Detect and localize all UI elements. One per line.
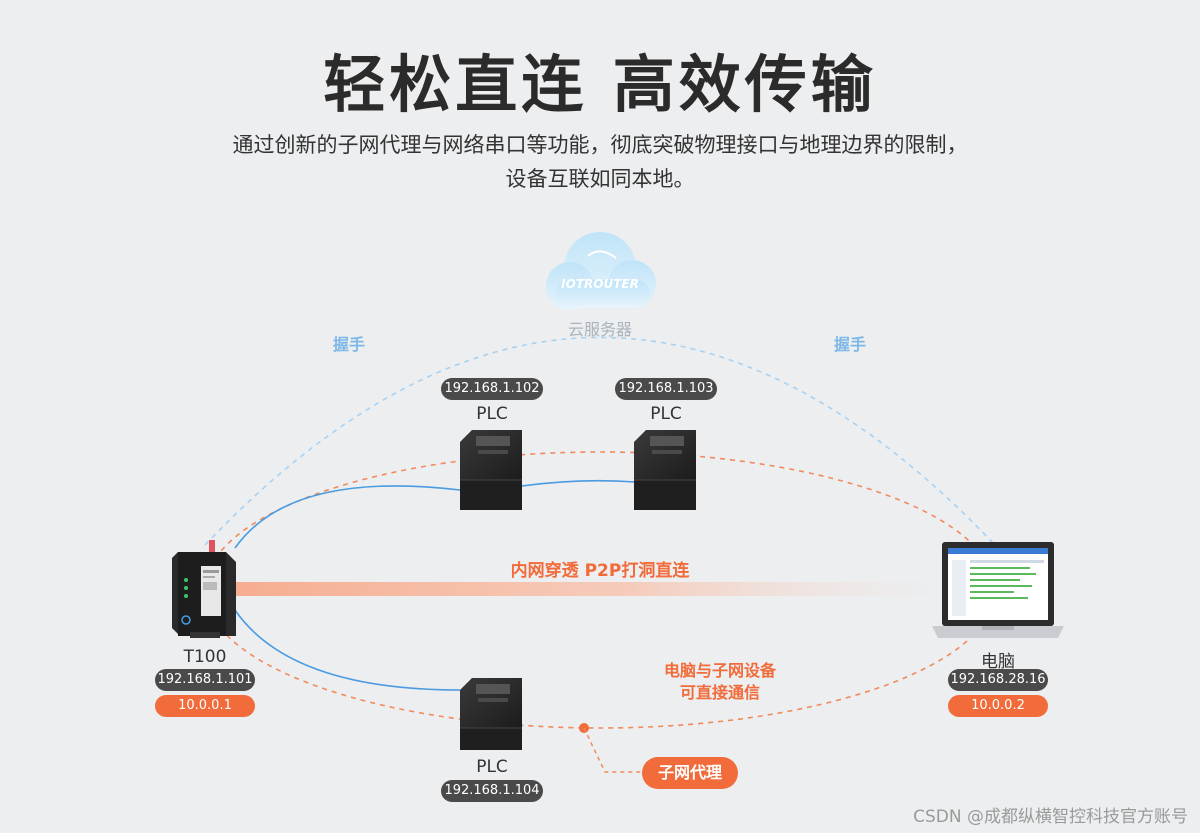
comm-label: 电脑与子网设备 可直接通信 <box>630 660 810 704</box>
pc-vip-badge: 10.0.0.2 <box>948 695 1048 717</box>
handshake-arc <box>204 336 996 546</box>
subtitle-line-2: 设备互联如同本地。 <box>505 167 695 191</box>
cloud-label: 云服务器 <box>567 320 632 339</box>
p2p-label: 内网穿透 P2P打洞直连 <box>510 561 690 581</box>
plc1-icon <box>460 430 522 510</box>
cloud-icon <box>546 232 656 310</box>
page-title: 轻松直连 高效传输 <box>323 48 877 121</box>
plc2-name: PLC <box>650 404 682 424</box>
plc3-name: PLC <box>476 757 508 777</box>
handshake-left-label: 握手 <box>333 335 366 354</box>
link-plc1-plc2 <box>521 479 637 487</box>
subtitle-line-1: 通过创新的子网代理与网络串口等功能，彻底突破物理接口与地理边界的限制， <box>232 133 968 157</box>
page-subtitle: 通过创新的子网代理与网络串口等功能，彻底突破物理接口与地理边界的限制， 设备互联… <box>0 128 1200 196</box>
subnet-proxy-tag: 子网代理 <box>642 757 738 789</box>
comm-label-line-1: 电脑与子网设备 <box>663 661 776 680</box>
cloud-logo-text: IOTROUTER <box>561 277 639 291</box>
plc3-ip-badge: 192.168.1.104 <box>441 780 543 802</box>
router-ip-badge: 192.168.1.101 <box>155 669 255 691</box>
laptop-icon <box>932 542 1064 638</box>
handshake-right-label: 握手 <box>834 335 867 354</box>
plc1-name: PLC <box>476 404 508 424</box>
link-router-plc1 <box>234 485 461 549</box>
router-t100-icon <box>172 540 236 638</box>
p2p-band <box>232 582 945 596</box>
comm-label-line-2: 可直接通信 <box>679 683 760 702</box>
pc-name: 电脑 <box>981 652 1015 672</box>
plc2-ip-badge: 192.168.1.103 <box>615 378 717 400</box>
plc3-icon <box>460 678 522 750</box>
proxy-pointer <box>583 727 642 773</box>
pc-ip-badge: 192.168.28.16 <box>948 669 1048 691</box>
plc2-icon <box>634 430 696 510</box>
plc1-ip-badge: 192.168.1.102 <box>441 378 543 400</box>
watermark: CSDN @成都纵横智控科技官方账号 <box>913 807 1188 827</box>
router-vip-badge: 10.0.0.1 <box>155 695 255 717</box>
link-router-plc3 <box>234 609 461 691</box>
router-name: T100 <box>183 647 227 667</box>
